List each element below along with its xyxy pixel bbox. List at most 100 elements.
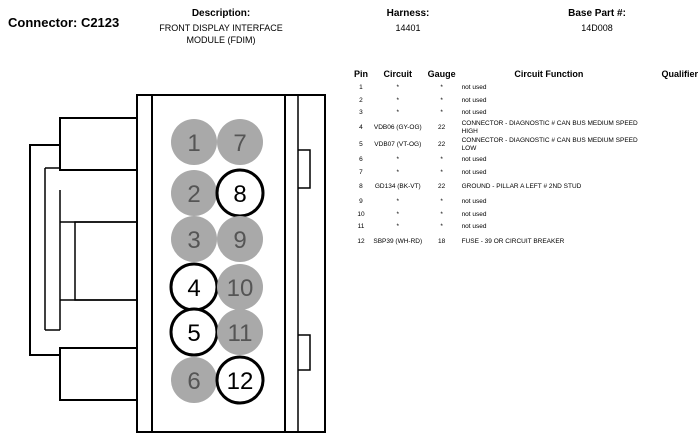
circuit-cell: VDB07 (VT-OG) <box>374 141 422 149</box>
qualifier-cell <box>638 107 698 120</box>
pin-number: 2 <box>187 181 200 208</box>
left-flange-upper <box>59 117 137 171</box>
pin-cell: 11 <box>357 223 365 231</box>
harness-label: Harness: <box>386 8 430 19</box>
gauge-cell: 22 <box>437 141 446 149</box>
function-cell: not used <box>461 156 487 164</box>
qualifier-cell <box>638 120 698 137</box>
circuit-cell: GD134 (BK-VT) <box>374 183 421 191</box>
pin-circle <box>171 119 217 165</box>
circuit-cell: * <box>396 198 400 206</box>
pin-circle <box>217 216 263 262</box>
gauge-cell: 22 <box>437 183 446 191</box>
qualifier-cell <box>638 196 698 209</box>
description-label: Description: <box>191 8 251 19</box>
header-pin: Pin <box>353 69 368 79</box>
pin-circle <box>217 264 263 310</box>
pin-cavity: 12 <box>215 355 265 405</box>
pin-number: 8 <box>233 181 246 208</box>
gauge-cell: * <box>440 156 443 164</box>
function-cell: GROUND - PILLAR A LEFT # 2ND STUD <box>461 183 582 191</box>
pin-cell: 4 <box>359 124 363 132</box>
pin-number: 7 <box>233 130 246 157</box>
table-row: 3 * * not used <box>350 107 698 120</box>
gauge-cell: * <box>440 96 443 104</box>
pin-circle <box>215 355 265 405</box>
table-row: 1**not used <box>350 82 698 95</box>
pin-cavity: 5 <box>169 307 219 357</box>
gauge-cell: * <box>440 168 443 176</box>
circuit-cell: * <box>396 109 400 117</box>
circuit-cell: * <box>396 84 400 92</box>
function-cell: not used <box>461 210 487 218</box>
table-row: 6 * * not used <box>350 154 698 167</box>
gauge-cell: * <box>440 198 443 206</box>
table-row: 11**not used <box>350 221 698 234</box>
circuit-cell: * <box>396 156 400 164</box>
pin-cell: 3 <box>359 109 363 117</box>
header-circuit-function: Circuit Function <box>514 69 584 79</box>
pin-cavity: 4 <box>169 262 219 312</box>
pin-cavity: 10 <box>217 264 263 310</box>
pin-cavity: 8 <box>215 168 265 218</box>
function-cell: not used <box>461 96 487 104</box>
base-part-label: Base Part #: <box>568 8 626 19</box>
right-latch-lower <box>298 334 311 371</box>
qualifier-cell <box>638 154 698 167</box>
function-cell: not used <box>461 168 487 176</box>
gauge-cell: * <box>440 223 443 231</box>
function-cell: not used <box>461 109 487 117</box>
left-step <box>29 144 60 356</box>
header-gauge: Gauge <box>427 69 456 79</box>
pin-cell: 1 <box>359 84 363 92</box>
left-flange-lower <box>59 347 137 401</box>
pin-circle <box>171 170 217 216</box>
qualifier-cell <box>638 82 698 95</box>
circuit-cell: * <box>396 96 400 104</box>
description-value: FRONT DISPLAY INTERFACE MODULE (FDIM) <box>159 23 283 45</box>
pin-cavity: 9 <box>217 216 263 262</box>
header-circuit: Circuit <box>383 69 413 79</box>
qualifier-cell <box>638 166 698 179</box>
pin-number: 9 <box>233 227 246 254</box>
pin-cell: 6 <box>359 156 363 164</box>
circuit-cell: * <box>396 168 400 176</box>
function-cell: CONNECTOR - DIAGNOSTIC # CAN BUS MEDIUM … <box>461 120 638 136</box>
gauge-cell: * <box>440 109 443 117</box>
function-cell: CONNECTOR - DIAGNOSTIC # CAN BUS MEDIUM … <box>461 137 638 153</box>
circuit-cell: * <box>396 210 400 218</box>
table-row: 9**not used <box>350 196 698 209</box>
pin-cell: 7 <box>359 168 363 176</box>
pin-cavity: 1 <box>171 119 217 165</box>
pin-cavity: 11 <box>217 309 263 355</box>
table-row: 7 * * not used <box>350 166 698 179</box>
table-row: 5 VDB07 (VT-OG) 22 CONNECTOR - DIAGNOSTIC #… <box>350 137 698 154</box>
pin-cell: 12 <box>357 238 365 246</box>
pin-cell: 8 <box>359 183 363 191</box>
pin-cavity: 6 <box>171 357 217 403</box>
pin-cell: 2 <box>359 96 363 104</box>
base-part-value: 14D008 <box>581 23 613 33</box>
pin-cell: 5 <box>359 141 363 149</box>
qualifier-cell <box>638 234 698 251</box>
circuit-cell: * <box>396 223 400 231</box>
pinout-table: Pin Circuit Gauge Circuit Function Quali… <box>350 69 698 251</box>
pin-cavity: 3 <box>171 216 217 262</box>
right-latch-upper <box>298 149 311 189</box>
pin-number: 11 <box>228 320 253 347</box>
table-row: 2 * * not used <box>350 95 698 108</box>
table-row: 10**not used <box>350 209 698 222</box>
pin-cell: 9 <box>359 198 363 206</box>
qualifier-cell <box>638 137 698 154</box>
pin-cavity: 2 <box>171 170 217 216</box>
qualifier-cell <box>638 209 698 222</box>
qualifier-cell <box>638 179 698 196</box>
pin-number: 6 <box>187 368 200 395</box>
pin-circle <box>217 309 263 355</box>
gauge-cell: * <box>440 210 443 218</box>
circuit-cell: VDB06 (GY-OG) <box>373 124 422 132</box>
pin-circle <box>217 119 263 165</box>
center-lock-tab <box>74 221 138 301</box>
